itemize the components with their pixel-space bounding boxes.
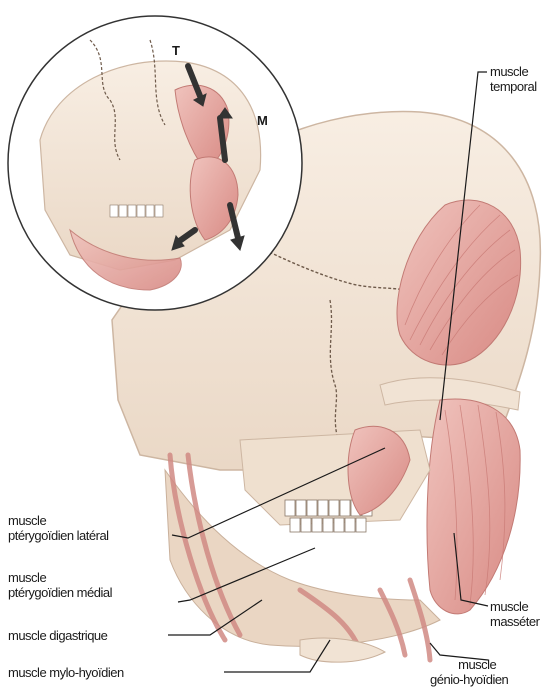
label-temporal-line2: temporal xyxy=(490,79,537,94)
label-muscle-temporal: muscle temporal xyxy=(490,64,537,94)
label-muscle-masseter: muscle masséter xyxy=(490,599,539,629)
label-muscle-genio-hyoidien: muscle génio-hyoïdien xyxy=(430,657,508,687)
label-pterygoidien-medial-line1: muscle xyxy=(8,570,112,585)
label-pterygoidien-lateral-line1: muscle xyxy=(8,513,109,528)
label-masseter-line2: masséter xyxy=(490,614,539,629)
label-pterygoidien-lateral-line2: ptérygoïdien latéral xyxy=(8,528,109,543)
label-muscle-digastrique: muscle digastrique xyxy=(8,628,107,643)
label-muscle-pterygoidien-medial: muscle ptérygoïdien médial xyxy=(8,570,112,600)
label-genio-line1: muscle xyxy=(430,657,508,672)
inset-arrow-T-label: T xyxy=(172,43,180,58)
label-pterygoidien-medial-line2: ptérygoïdien médial xyxy=(8,585,112,600)
label-masseter-line1: muscle xyxy=(490,599,539,614)
inset-arrow-M-label: M xyxy=(257,113,268,128)
label-muscle-mylo-hyoidien: muscle mylo-hyoïdien xyxy=(8,665,124,680)
label-muscle-pterygoidien-lateral: muscle ptérygoïdien latéral xyxy=(8,513,109,543)
inset-detail xyxy=(8,16,302,310)
label-temporal-line1: muscle xyxy=(490,64,537,79)
label-genio-line2: génio-hyoïdien xyxy=(430,672,508,687)
